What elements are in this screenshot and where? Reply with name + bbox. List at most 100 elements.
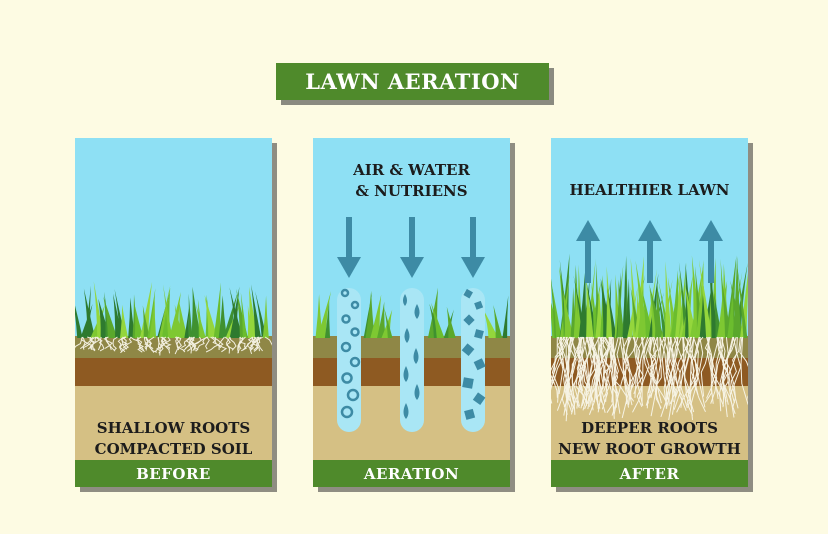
root-strand <box>224 336 234 350</box>
nutrient-granule-icon <box>463 314 475 326</box>
root-strand <box>105 336 112 351</box>
grass-blade <box>384 307 393 338</box>
root-strand <box>706 336 724 407</box>
grass-blade <box>727 283 734 338</box>
root-strand <box>721 336 729 418</box>
grass-blade <box>113 293 123 338</box>
root-strand <box>122 336 133 349</box>
root-strand <box>112 336 118 351</box>
grass-blade <box>162 284 173 338</box>
water-drop-icon <box>403 403 409 419</box>
grass-blade <box>98 298 111 338</box>
grass-blade <box>630 258 639 338</box>
grass-blade <box>191 286 201 338</box>
root-strand <box>650 336 662 404</box>
root-strand <box>601 336 613 410</box>
aeration-illustration <box>313 138 510 487</box>
root-strand <box>175 336 186 353</box>
grass-blade <box>184 305 190 338</box>
root-strand <box>210 336 222 349</box>
root-strand <box>730 336 741 409</box>
root-strand <box>253 336 260 352</box>
nutrient-granule-icon <box>463 288 473 299</box>
air-bubble-icon <box>341 314 351 324</box>
grass-blade <box>262 295 269 338</box>
grass-blade <box>691 255 703 338</box>
root-strand <box>729 336 738 408</box>
down-arrow-icon <box>337 217 361 278</box>
root-strand <box>239 336 248 352</box>
grass-blade <box>725 255 737 338</box>
root-strand <box>576 336 586 409</box>
aeration-hole-air <box>337 288 361 432</box>
root-strand <box>684 336 706 413</box>
grass-blade <box>213 282 221 338</box>
root-strand <box>665 336 679 409</box>
grass-blade <box>83 288 96 338</box>
root-strand <box>739 336 748 401</box>
grass-blade <box>119 304 129 338</box>
caption-line-1: SHALLOW ROOTS <box>96 419 251 437</box>
grass-blade <box>248 286 259 338</box>
grass-blade <box>713 291 723 338</box>
caption-line-2: NEW ROOT GROWTH <box>558 440 741 458</box>
water-drops <box>403 294 420 419</box>
root-strand <box>673 336 693 410</box>
root-strand <box>145 336 158 353</box>
air-bubbles <box>340 288 361 419</box>
root-strand <box>145 336 155 351</box>
grass-blade <box>614 274 622 338</box>
water-drop-icon <box>413 348 419 364</box>
grass-blade <box>641 288 655 338</box>
root-strand <box>694 336 706 408</box>
grass-blade <box>195 304 206 338</box>
root-strand <box>212 336 228 353</box>
root-strand <box>79 336 97 350</box>
grass-blade <box>736 259 748 338</box>
root-strand <box>689 336 695 420</box>
root-strand <box>551 336 568 404</box>
grass-blade <box>365 290 375 338</box>
grass-blade <box>188 293 193 338</box>
root-strand <box>641 336 652 406</box>
root-strand <box>582 336 595 404</box>
nutrient-granule-icon <box>474 329 484 339</box>
root-strand <box>181 336 191 349</box>
root-strand <box>212 336 224 350</box>
water-drop-icon <box>403 366 409 382</box>
grass-blade <box>158 285 171 338</box>
root-strand <box>144 336 154 350</box>
after-bottom-caption: DEEPER ROOTS NEW ROOT GROWTH <box>551 418 748 460</box>
root-strand <box>682 336 699 396</box>
grass-blade <box>104 291 111 338</box>
root-strand <box>612 336 619 398</box>
root-strand <box>716 336 736 414</box>
up-arrow-icon <box>699 220 723 283</box>
air-bubble-icon <box>340 288 350 298</box>
grass-blade <box>664 261 672 338</box>
grass-blade <box>730 280 745 338</box>
root-strand <box>192 336 202 352</box>
grass-blade <box>431 302 445 338</box>
root-strand <box>649 336 657 399</box>
air-bubble-icon <box>349 356 361 368</box>
grass-blade <box>229 286 240 338</box>
caption-line-1: DEEPER ROOTS <box>581 419 718 437</box>
root-strand <box>706 336 720 399</box>
root-strand <box>597 336 604 413</box>
root-strand <box>157 336 164 354</box>
grass-blade <box>240 292 247 338</box>
grass-blade <box>218 295 227 338</box>
grass-blades <box>75 281 269 338</box>
caption-line-1: AIR & WATER <box>353 161 470 179</box>
grass-blade <box>656 282 668 338</box>
grass-blade <box>502 295 509 338</box>
nutrient-granule-icon <box>474 300 484 310</box>
root-strand <box>605 336 615 413</box>
grass-blade <box>247 305 253 338</box>
grass-blade <box>75 305 83 338</box>
water-drop-icon <box>414 304 420 319</box>
root-strand <box>716 336 729 405</box>
root-strand <box>648 336 668 405</box>
panel-after: HEALTHIER LAWN DEEPER ROOTS NEW ROOT GRO… <box>551 138 748 487</box>
